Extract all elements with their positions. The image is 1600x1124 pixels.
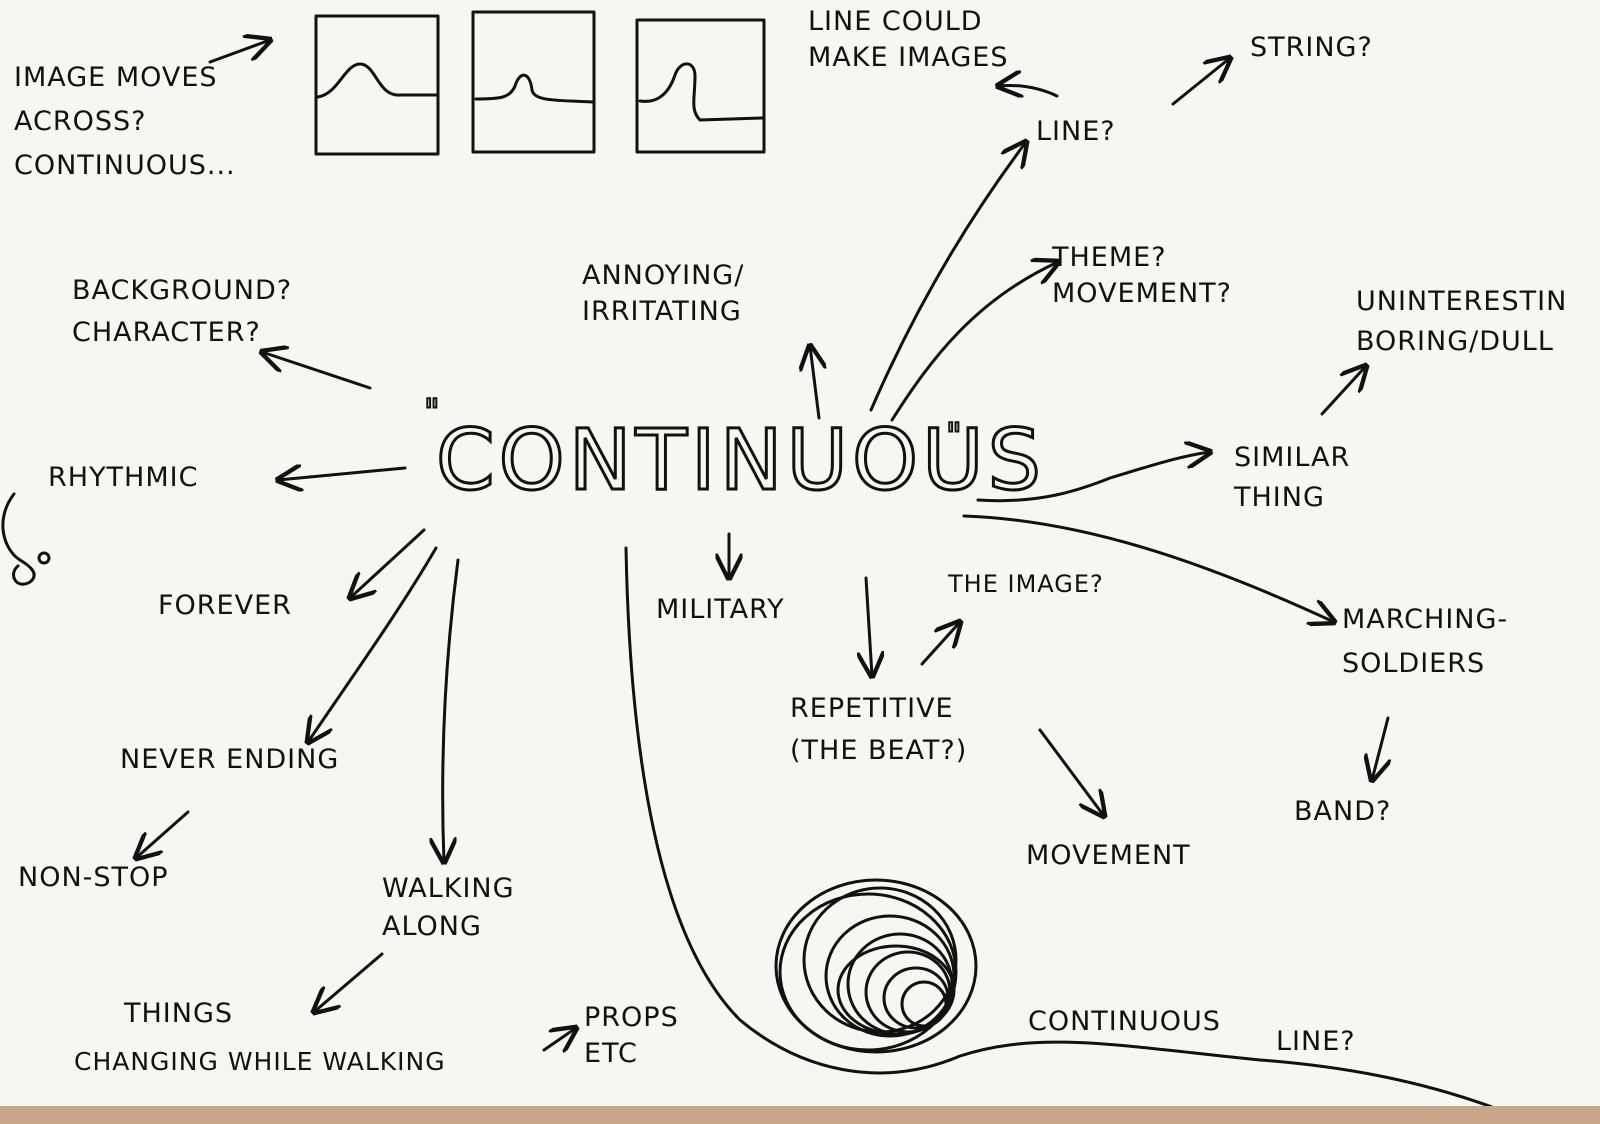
arrow-movement — [1038, 728, 1104, 816]
arrow-marching — [962, 514, 1334, 622]
note-never-ending: NEVER ENDING — [120, 744, 340, 775]
arrow-uninteresting — [1320, 366, 1366, 416]
arrow-background — [262, 352, 372, 390]
arrow-things — [314, 952, 384, 1012]
note-walking-along: WALKING ALONG — [382, 873, 515, 942]
scribble-circles — [774, 878, 978, 1054]
note-similar: SIMILAR THING — [1234, 442, 1351, 513]
arrow-non-stop — [136, 810, 190, 858]
note-things: THINGS — [124, 998, 234, 1029]
clef-dot — [37, 551, 51, 565]
storyboard-frame-3 — [635, 18, 766, 154]
arrow-walking — [443, 558, 460, 862]
note-forever: FOREVER — [158, 590, 292, 621]
note-string: STRING? — [1250, 32, 1373, 63]
close-quote: " — [945, 415, 963, 457]
note-the-image: THE IMAGE? — [948, 570, 1104, 598]
note-military: MILITARY — [656, 594, 785, 625]
arrow-similar — [976, 452, 1210, 503]
note-line: LINE? — [1036, 116, 1116, 147]
note-band: BAND? — [1294, 796, 1392, 827]
arrow-props — [542, 1028, 576, 1050]
arrow-image-moves — [208, 40, 270, 64]
storyboard-frame-2 — [471, 10, 596, 154]
note-movement: MOVEMENT — [1026, 840, 1191, 871]
arrow-repetitive — [866, 576, 872, 676]
note-non-stop: NON-STOP — [18, 862, 169, 893]
arrow-theme — [890, 262, 1058, 422]
note-line-could: LINE COULD MAKE IMAGES — [808, 6, 1009, 73]
note-marching: MARCHING- SOLDIERS — [1342, 604, 1509, 679]
arrow-band — [1372, 716, 1388, 780]
note-changing: CHANGING WHILE WALKING — [74, 1047, 446, 1076]
page-edge-strip — [0, 1106, 1600, 1124]
note-repetitive: REPETITIVE (THE BEAT?) — [790, 693, 968, 766]
note-props: PROPS ETC — [584, 1002, 679, 1069]
note-annoying: ANNOYING/ IRRITATING — [582, 260, 745, 327]
note-continuous-line-a: CONTINUOUS — [1028, 1006, 1221, 1037]
arrow-line — [869, 142, 1026, 412]
arrow-string — [1171, 58, 1230, 106]
arrow-annoying — [810, 346, 819, 420]
open-quote: " — [423, 391, 441, 433]
arrow-rhythmic — [278, 468, 407, 480]
arrow-line-could — [998, 85, 1059, 96]
note-image-moves: IMAGE MOVES ACROSS? CONTINUOUS... — [14, 62, 236, 181]
clef-doodle — [1, 492, 36, 586]
note-background: BACKGROUND? CHARACTER? — [72, 275, 293, 348]
continuous-line-stroke — [624, 546, 1502, 1112]
arrow-the-image — [920, 622, 960, 666]
arrow-never-ending — [308, 546, 438, 742]
arrow-forever — [350, 528, 426, 598]
note-theme: THEME? MOVEMENT? — [1052, 242, 1232, 309]
note-rhythmic: RHYTHMIC — [48, 462, 199, 493]
central-title: CONTINUOUS — [435, 410, 1045, 511]
note-continuous-line-b: LINE? — [1276, 1026, 1356, 1057]
storyboard-frame-1 — [314, 14, 440, 156]
note-uninteresting: UNINTERESTIN BORING/DULL — [1356, 286, 1568, 357]
